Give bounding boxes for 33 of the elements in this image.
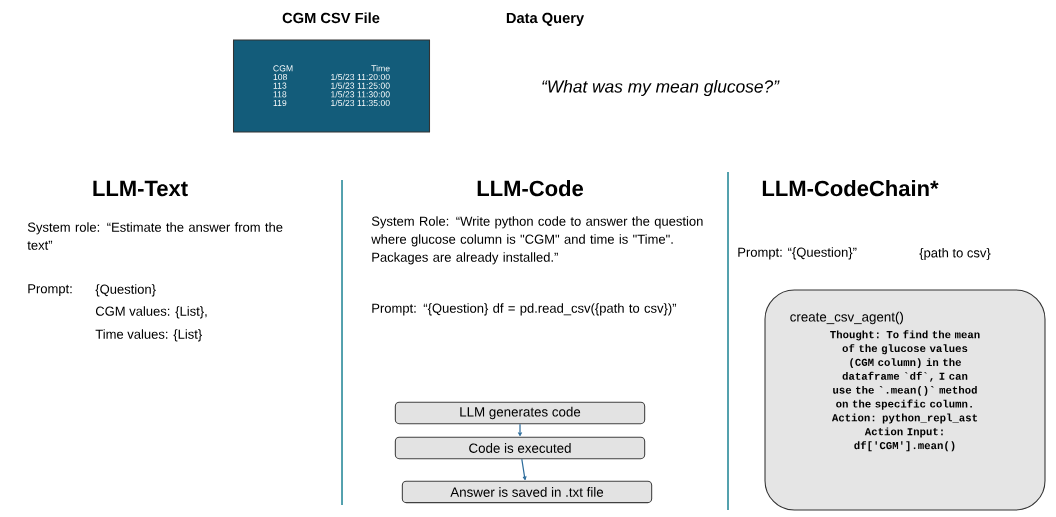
prompt-text: Prompt: <box>28 284 72 296</box>
node-label: 119 <box>273 99 287 107</box>
arrow <box>521 458 527 481</box>
description-text: System role: “Estimate the answer from the text” <box>27 222 283 250</box>
prompt-text: {path to csv} <box>919 247 991 261</box>
node-label: CGM <box>273 65 293 72</box>
process-box: LLM generates code <box>394 401 646 425</box>
node-label: Time <box>371 65 390 72</box>
node-label: 1/5/23 11:25:00 <box>331 82 390 89</box>
prompt-text: Prompt: “{Question}” <box>738 247 857 260</box>
heading: LLM-CodeChain* <box>762 180 939 197</box>
prompt-text: Time values: {List} <box>95 329 202 342</box>
code-text: Thought: To find the mean of the glucose values (CGM column) in the dataframe `df`, I can use the `.mean()` method on the specific column. Action: python_repl_ast Action Input: df['CGM'].mean() <box>830 330 980 452</box>
csv-table: CGM Time 108 1/5/23 11:20:00 113 1/5/23 11:25:00 118 1/5/23 11:30:00 119 1/5/23 11:35:00 <box>232 39 431 133</box>
node-label: 1/5/23 11:35:00 <box>331 99 390 107</box>
node-label: 1/5/23 11:30:00 <box>331 91 390 98</box>
node-label: 118 <box>273 91 287 98</box>
function-name: create_csv_agent() <box>790 311 903 325</box>
node-label: 1/5/23 11:20:00 <box>331 73 390 81</box>
description-text: System Role: “Write python code to answer the question where glucose column is "CGM" and time is "Time". Packages are already installed.” <box>371 216 703 265</box>
node-label: 108 <box>273 73 288 81</box>
heading: CGM CSV File <box>282 12 380 24</box>
arrow <box>518 423 523 437</box>
heading: LLM-Text <box>93 180 188 197</box>
heading: Data Query <box>506 12 585 27</box>
prompt-text: Prompt: “{Question} df = pd.read_csv({path to csv})” <box>372 303 677 316</box>
node-label: 113 <box>273 82 287 89</box>
heading: LLM-Code <box>477 180 584 197</box>
process-box: Code is executed <box>394 436 646 460</box>
query-text: “What was my mean glucose?” <box>542 79 780 97</box>
process-box: Answer is saved in .txt file <box>401 480 653 504</box>
prompt-text: CGM values: {List}, <box>95 306 207 319</box>
prompt-text: {Question} <box>95 284 156 297</box>
